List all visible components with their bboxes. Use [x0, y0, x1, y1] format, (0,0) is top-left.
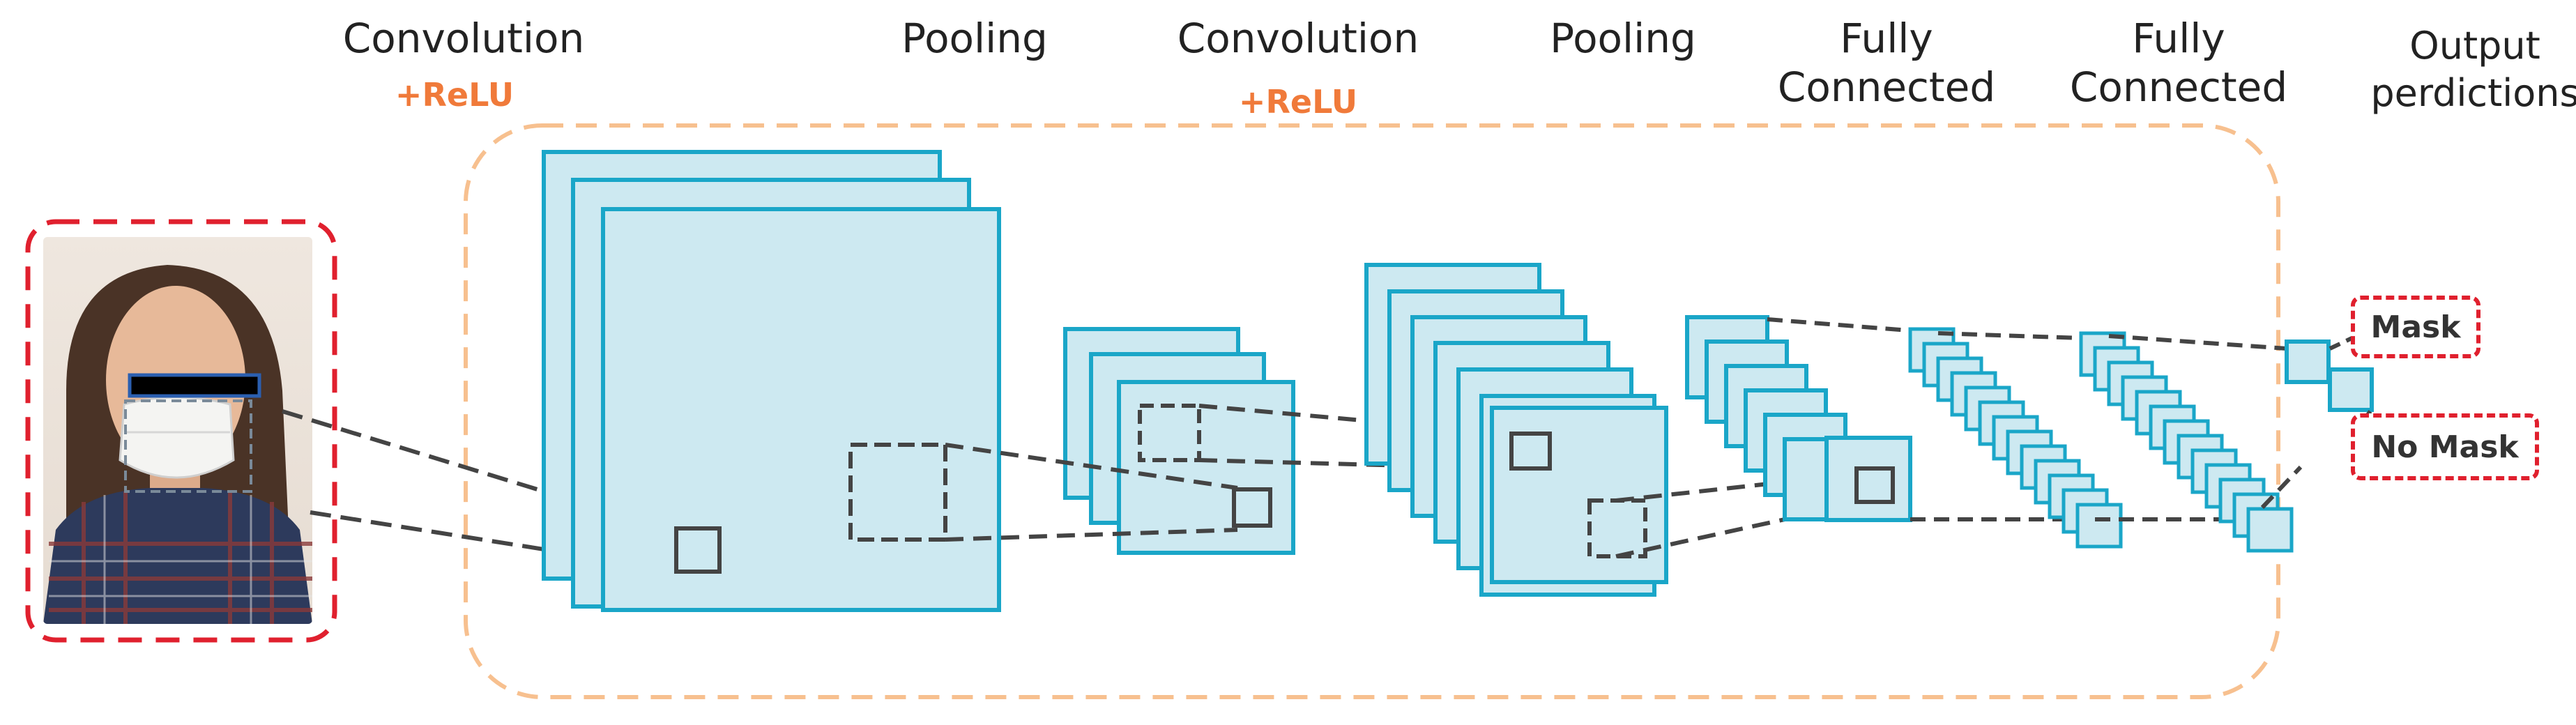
connector: [1937, 331, 2082, 340]
output-nodes: [2285, 339, 2374, 412]
relu-label-conv2: +ReLU: [1238, 83, 1358, 121]
input-photo: [43, 237, 312, 624]
connector: [945, 443, 1238, 490]
fc1-nodes: [1908, 327, 2123, 549]
connector: [2108, 334, 2287, 351]
receptive-field: [1509, 432, 1552, 471]
pool2-feature-maps: [1685, 315, 1912, 522]
input-frame: [25, 219, 337, 643]
connector: [1767, 317, 1918, 333]
connector: [945, 528, 1238, 542]
conv2-feature-maps: [1364, 263, 1668, 597]
fc2-nodes: [2079, 331, 2294, 553]
relu-label-conv1: +ReLU: [395, 76, 515, 114]
stage-label-conv1: Convolution: [342, 15, 585, 62]
receptive-field: [1587, 498, 1647, 558]
receptive-field: [1232, 487, 1272, 528]
conv1-feature-maps: [542, 150, 1001, 612]
receptive-field: [848, 443, 947, 542]
stage-label-output: Output perdictions: [2370, 24, 2576, 115]
stage-label-pool1: Pooling: [901, 15, 1048, 62]
pool1-feature-maps: [1063, 327, 1295, 555]
receptive-field: [674, 526, 722, 574]
fc-node: [2246, 507, 2294, 553]
stage-label-fc1: Fully Connected: [1777, 15, 1996, 111]
fc-node: [2075, 503, 2123, 549]
stage-label-conv2: Convolution: [1177, 15, 1419, 62]
network-boundary: [464, 123, 2280, 699]
stage-label-fc2: Fully Connected: [2069, 15, 2288, 111]
receptive-field: [1138, 404, 1201, 462]
output-no-mask-label: No Mask: [2351, 413, 2539, 480]
receptive-field: [1854, 466, 1895, 504]
stage-label-pool2: Pooling: [1550, 15, 1696, 62]
output-mask-label: Mask: [2351, 296, 2480, 358]
connector: [2260, 465, 2303, 510]
